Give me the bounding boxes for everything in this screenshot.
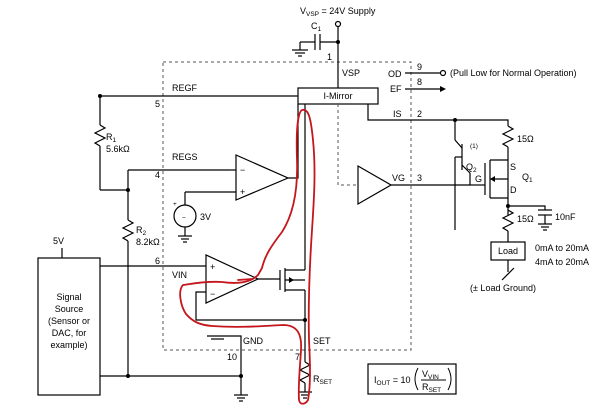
vin-pin-label: VIN (172, 270, 187, 280)
supply-label: VVSP = 24V Supply (300, 6, 376, 18)
load-range-1: 0mA to 20mA (535, 243, 589, 253)
opamp-regulator-plus: + (240, 187, 245, 197)
internal-mosfet (279, 104, 307, 355)
opamp-regulator (235, 154, 290, 201)
resistor-15-top (501, 125, 515, 148)
r1-value: 5.6kΩ (106, 144, 130, 154)
r15-top-label: 15Ω (517, 134, 534, 144)
vg-pin-number: 3 (417, 173, 422, 183)
ground-symbol-ref (178, 235, 192, 243)
opamp-regulator-minus: − (240, 165, 245, 175)
capacitor-c1 (292, 34, 338, 57)
i-mirror-label: I-Mirror (324, 91, 353, 101)
vsp-pin-label: VSP (342, 68, 360, 78)
formula-box (367, 363, 457, 395)
od-pin-label: OD (388, 69, 402, 79)
formula-denominator: RSET (422, 382, 441, 394)
five-v-label: 5V (53, 236, 64, 246)
opamp-vin-minus: − (210, 289, 215, 299)
od-terminal (439, 69, 447, 77)
q2-note: (1) (470, 143, 478, 150)
supply-node (334, 20, 342, 88)
r2-label: R2 (136, 225, 147, 237)
od-note: (Pull Low for Normal Operation) (450, 68, 577, 78)
ef-arrow (440, 86, 446, 92)
regs-pin-number: 4 (155, 170, 160, 180)
ground-symbol-internal (207, 335, 228, 340)
ef-pin-label: EF (390, 84, 402, 94)
r1-label: R1 (106, 132, 117, 144)
is-pin-number: 2 (417, 109, 422, 119)
vg-buffer (357, 164, 393, 206)
resistor-15-bottom (501, 209, 515, 232)
q1-drain-label: D (510, 185, 517, 195)
ic-package-outline (162, 61, 412, 351)
opamp-vin-plus: + (210, 262, 215, 272)
load-label: Load (498, 246, 518, 256)
resistor-r1 (93, 124, 107, 147)
resistor-rset (298, 361, 312, 384)
resistor-r2 (121, 219, 135, 242)
ref-value: 3V (200, 212, 211, 222)
regf-pin-label: REGF (172, 83, 198, 93)
transistor-q1 (470, 159, 509, 215)
capacitor-10nf (538, 209, 552, 231)
q1-gate-label: G (475, 174, 482, 184)
ground-symbol-gnd (234, 394, 248, 402)
r15-bottom-label: 15Ω (517, 214, 534, 224)
signal-source-line-3: (Sensor or (48, 316, 90, 326)
regf-pin-number: 5 (155, 99, 160, 109)
signal-source-box (37, 257, 101, 396)
load-ground-symbol (501, 267, 515, 281)
load-range-2: 4mA to 20mA (535, 257, 589, 267)
transistor-q2 (453, 118, 471, 230)
q1-label: Q1 (522, 172, 533, 184)
load-ground-note: (± Load Ground) (470, 283, 536, 293)
regs-pin-label: REGS (172, 152, 198, 162)
signal-source-line-4: DAC, for (52, 328, 87, 338)
red-annotation-loop (179, 108, 316, 405)
od-pin-number: 9 (417, 62, 422, 72)
is-pin-label: IS (393, 109, 402, 119)
ref-plus: + (173, 201, 177, 208)
signal-source-line-5: example) (50, 340, 87, 350)
q1-source-label: S (510, 162, 516, 172)
set-pin-number: 7 (295, 352, 300, 362)
formula-numerator: VVIN (422, 369, 439, 381)
rset-label: RSET (313, 374, 332, 386)
c1-label: C1 (311, 21, 322, 33)
cap-10nf-label: 10nF (555, 212, 576, 222)
vg-pin-label: VG (392, 173, 405, 183)
set-pin-label: SET (313, 336, 331, 346)
gnd-pin-number: 10 (227, 352, 237, 362)
signal-source-line-2: Source (55, 304, 84, 314)
ground-symbol-rset (298, 391, 312, 399)
formula-paren-right (447, 367, 452, 391)
formula-lhs: IOUT = 10 (374, 375, 411, 387)
gnd-pin-label: GND (243, 336, 264, 346)
red-annotation-arrow (237, 278, 253, 281)
ref-minus: − (182, 215, 186, 222)
vsp-pin-number: 1 (327, 52, 332, 62)
r2-value: 8.2kΩ (136, 237, 160, 247)
ef-pin-number: 8 (417, 77, 422, 87)
signal-source-line-1: Signal (56, 292, 81, 302)
formula-paren-left (414, 367, 419, 391)
q2-label: Q2 (466, 162, 477, 174)
opamp-vin (205, 254, 260, 304)
vin-pin-number: 6 (155, 256, 160, 266)
